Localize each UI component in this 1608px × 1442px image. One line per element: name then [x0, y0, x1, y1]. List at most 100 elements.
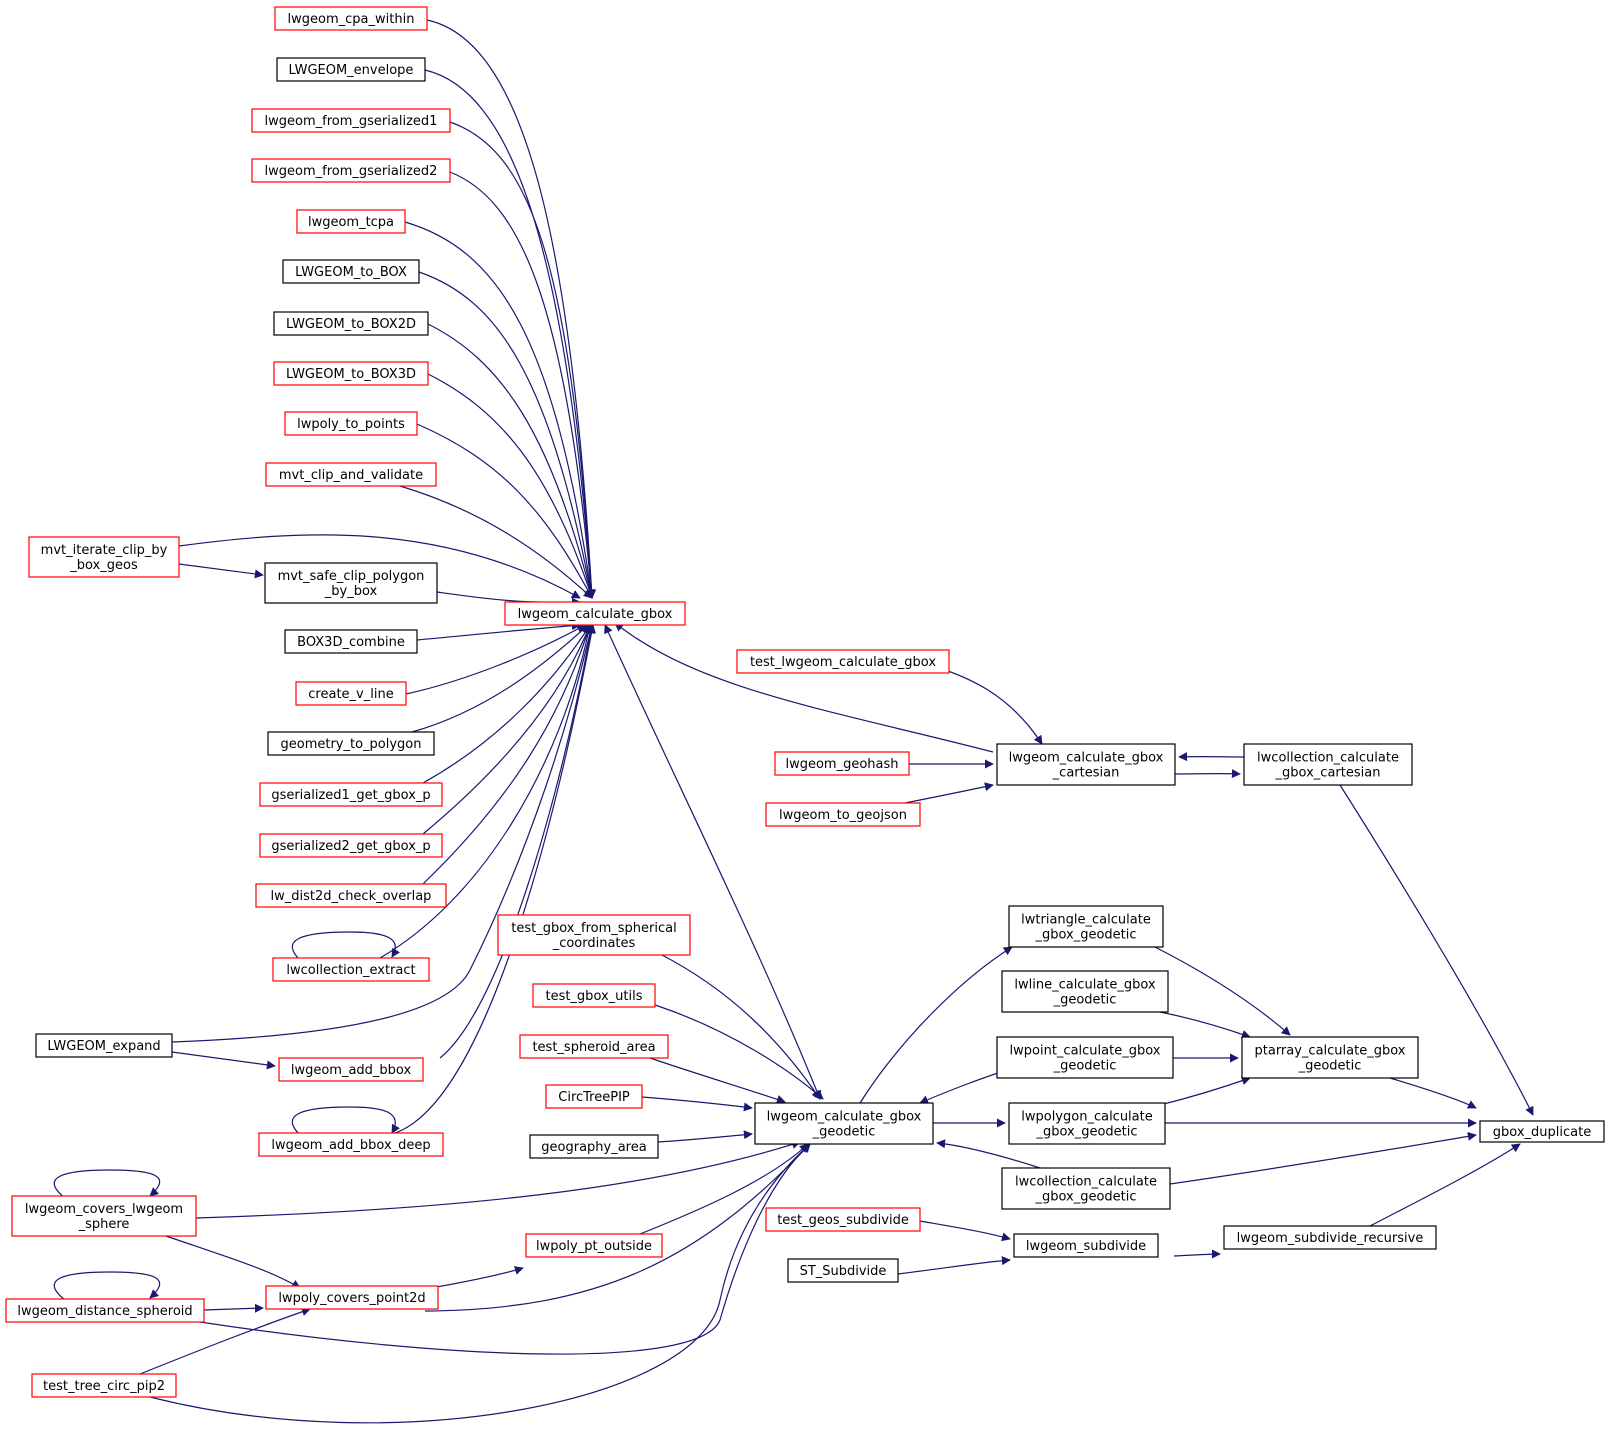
node-box[interactable]: [31, 1373, 177, 1398]
node-test-gbox-utils[interactable]: test_gbox_utils: [532, 983, 656, 1008]
node-box[interactable]: [1479, 1120, 1605, 1143]
node-lwcoll-cart[interactable]: lwcollection_calculate_gbox_cartesian: [1243, 743, 1413, 786]
node-box[interactable]: [276, 57, 426, 82]
node-geometry-to-polygon[interactable]: geometry_to_polygon: [267, 731, 435, 756]
node-lwgeom-from-gserialized1[interactable]: lwgeom_from_gserialized1: [251, 108, 451, 133]
node-mvt-clip-and-validate[interactable]: mvt_clip_and_validate: [265, 462, 437, 487]
node-box[interactable]: [1223, 1225, 1437, 1250]
node-lwcoll-geod[interactable]: lwcollection_calculate_gbox_geodetic: [1001, 1167, 1171, 1210]
node-box[interactable]: [996, 1036, 1174, 1079]
node-gserialized1-get-gbox-p[interactable]: gserialized1_get_gbox_p: [259, 782, 443, 807]
node-lwgeom-add-bbox-deep[interactable]: lwgeom_add_bbox_deep: [258, 1132, 444, 1157]
node-box[interactable]: [504, 601, 686, 626]
node-st-subdivide[interactable]: ST_Subdivide: [787, 1258, 899, 1283]
node-lwpoly-pt-outside[interactable]: lwpoly_pt_outside: [525, 1233, 663, 1258]
node-box[interactable]: [259, 833, 443, 858]
node-box[interactable]: [28, 536, 180, 578]
node-lwpoly-covers-point2d[interactable]: lwpoly_covers_point2d: [265, 1285, 439, 1310]
node-box[interactable]: [754, 1102, 934, 1145]
node-test-lwgeom-calculate-gbox[interactable]: test_lwgeom_calculate_gbox: [736, 649, 950, 674]
node-box[interactable]: [255, 883, 447, 908]
node-box[interactable]: [1013, 1233, 1159, 1258]
node-box[interactable]: [282, 259, 420, 284]
node-lwgeom-covers-lwgeom-sphere[interactable]: lwgeom_covers_lwgeom_sphere: [11, 1195, 197, 1237]
node-box[interactable]: [525, 1233, 663, 1258]
node-test-spheroid-area[interactable]: test_spheroid_area: [519, 1034, 669, 1059]
node-box[interactable]: [774, 751, 910, 776]
node-lwgeom-envelope[interactable]: LWGEOM_envelope: [276, 57, 426, 82]
node-box[interactable]: [251, 108, 451, 133]
node-lwgeom-gbox-cart[interactable]: lwgeom_calculate_gbox_cartesian: [996, 743, 1176, 786]
node-box[interactable]: [273, 361, 429, 386]
node-box[interactable]: [765, 1207, 921, 1232]
node-lwtriangle-geod[interactable]: lwtriangle_calculate_gbox_geodetic: [1008, 905, 1164, 948]
node-lwgeom-tcpa[interactable]: lwgeom_tcpa: [296, 209, 406, 234]
node-box[interactable]: [529, 1134, 659, 1159]
node-lwgeom-geohash[interactable]: lwgeom_geohash: [774, 751, 910, 776]
node-box[interactable]: [11, 1195, 197, 1237]
node-lwgeom-cpa-within[interactable]: lwgeom_cpa_within: [274, 6, 428, 31]
node-box[interactable]: [532, 983, 656, 1008]
node-box[interactable]: [5, 1298, 205, 1323]
node-lwgeom-add-bbox[interactable]: lwgeom_add_bbox: [278, 1057, 424, 1082]
node-lwgeom-geod[interactable]: lwgeom_calculate_gbox_geodetic: [754, 1102, 934, 1145]
node-lwgeom-to-box2d[interactable]: LWGEOM_to_BOX2D: [273, 311, 429, 336]
node-box[interactable]: [736, 649, 950, 674]
node-box[interactable]: [497, 914, 691, 956]
node-box[interactable]: [264, 562, 438, 604]
node-box[interactable]: [265, 462, 437, 487]
node-box[interactable]: [284, 629, 418, 654]
node-lwgeom-from-gserialized2[interactable]: lwgeom_from_gserialized2: [251, 158, 451, 183]
node-circtreepip[interactable]: CircTreePIP: [545, 1084, 643, 1109]
node-mvt-iterate-clip-by-box-geos[interactable]: mvt_iterate_clip_by_box_geos: [28, 536, 180, 578]
node-box[interactable]: [273, 311, 429, 336]
node-lwpolygon-geod[interactable]: lwpolygon_calculate_gbox_geodetic: [1008, 1102, 1166, 1145]
node-test-gbox-from-spherical[interactable]: test_gbox_from_spherical_coordinates: [497, 914, 691, 956]
node-box3d-combine[interactable]: BOX3D_combine: [284, 629, 418, 654]
node-ptarray-geod[interactable]: ptarray_calculate_gbox_geodetic: [1241, 1036, 1419, 1079]
node-lwgeom-to-box[interactable]: LWGEOM_to_BOX: [282, 259, 420, 284]
node-box[interactable]: [35, 1033, 173, 1058]
node-lwline-geod[interactable]: lwline_calculate_gbox_geodetic: [1001, 970, 1169, 1013]
node-lwgeom-expand[interactable]: LWGEOM_expand: [35, 1033, 173, 1058]
node-box[interactable]: [284, 411, 418, 436]
node-lwgeom-calculate-gbox[interactable]: lwgeom_calculate_gbox: [504, 601, 686, 626]
node-gbox-duplicate[interactable]: gbox_duplicate: [1479, 1120, 1605, 1143]
node-box[interactable]: [267, 731, 435, 756]
node-box[interactable]: [295, 681, 407, 706]
node-lwgeom-subdivide-recursive[interactable]: lwgeom_subdivide_recursive: [1223, 1225, 1437, 1250]
node-box[interactable]: [272, 957, 430, 982]
node-lwgeom-distance-spheroid[interactable]: lwgeom_distance_spheroid: [5, 1298, 205, 1323]
node-box[interactable]: [265, 1285, 439, 1310]
node-box[interactable]: [1001, 1167, 1171, 1210]
node-mvt-safe-clip-polygon-by-box[interactable]: mvt_safe_clip_polygon_by_box: [264, 562, 438, 604]
node-box[interactable]: [258, 1132, 444, 1157]
node-box[interactable]: [1008, 905, 1164, 948]
node-box[interactable]: [787, 1258, 899, 1283]
node-lwpoint-geod[interactable]: lwpoint_calculate_gbox_geodetic: [996, 1036, 1174, 1079]
node-box[interactable]: [545, 1084, 643, 1109]
node-lwgeom-to-box3d[interactable]: LWGEOM_to_BOX3D: [273, 361, 429, 386]
node-gserialized2-get-gbox-p[interactable]: gserialized2_get_gbox_p: [259, 833, 443, 858]
node-lwgeom-subdivide[interactable]: lwgeom_subdivide: [1013, 1233, 1159, 1258]
node-box[interactable]: [296, 209, 406, 234]
node-box[interactable]: [1001, 970, 1169, 1013]
node-box[interactable]: [1008, 1102, 1166, 1145]
node-geography-area[interactable]: geography_area: [529, 1134, 659, 1159]
node-box[interactable]: [251, 158, 451, 183]
node-box[interactable]: [996, 743, 1176, 786]
node-box[interactable]: [259, 782, 443, 807]
node-box[interactable]: [519, 1034, 669, 1059]
node-box[interactable]: [1241, 1036, 1419, 1079]
node-lwgeom-to-geojson[interactable]: lwgeom_to_geojson: [765, 802, 921, 827]
node-test-tree-circ-pip2[interactable]: test_tree_circ_pip2: [31, 1373, 177, 1398]
node-create-v-line[interactable]: create_v_line: [295, 681, 407, 706]
node-lwcollection-extract[interactable]: lwcollection_extract: [272, 957, 430, 982]
node-test-geos-subdivide[interactable]: test_geos_subdivide: [765, 1207, 921, 1232]
node-lw-dist2d-check-overlap[interactable]: lw_dist2d_check_overlap: [255, 883, 447, 908]
node-box[interactable]: [1243, 743, 1413, 786]
node-box[interactable]: [274, 6, 428, 31]
node-box[interactable]: [765, 802, 921, 827]
node-box[interactable]: [278, 1057, 424, 1082]
node-lwpoly-to-points[interactable]: lwpoly_to_points: [284, 411, 418, 436]
